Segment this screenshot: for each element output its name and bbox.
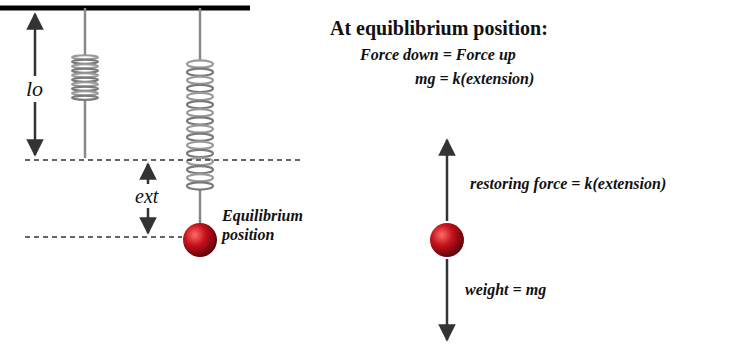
- force-arrow: [446, 259, 449, 340]
- spring-wire: [84, 8, 87, 55]
- coil-turn: [187, 101, 213, 108]
- coil-turn: [187, 174, 213, 181]
- spring-wire: [199, 190, 202, 224]
- coil-turn: [187, 85, 213, 92]
- spring-wire: [84, 100, 87, 158]
- mass-ball: [430, 223, 464, 257]
- coil-turn: [187, 69, 213, 76]
- position-label: Equilibrium position: [222, 206, 334, 244]
- coil-turn: [187, 109, 213, 116]
- coil-turn: [187, 60, 213, 67]
- equation: mg = k(extension): [415, 69, 534, 88]
- coil-turn: [187, 93, 213, 100]
- ceiling-bar: [0, 6, 250, 11]
- mass-ball: [183, 223, 217, 257]
- spring-wire: [199, 8, 202, 60]
- extension-label: ext: [133, 184, 160, 208]
- spring-coils: [72, 55, 213, 189]
- coil-turn: [187, 142, 213, 149]
- dashed-line: [25, 236, 182, 237]
- coil-turn: [72, 96, 98, 100]
- force-label: weight = mg: [465, 280, 546, 299]
- coil-turn: [187, 150, 213, 157]
- force-label: restoring force = k(extension): [470, 174, 666, 193]
- heading: At equiblibrium position:: [330, 16, 548, 40]
- length-label: lo: [24, 76, 45, 102]
- coil-turn: [187, 117, 213, 124]
- coil-turn: [187, 158, 213, 165]
- coil-turn: [187, 182, 213, 189]
- coil-turn: [187, 77, 213, 84]
- coil-turn: [187, 166, 213, 173]
- dashed-line: [25, 159, 300, 160]
- coil-turn: [187, 125, 213, 132]
- force-arrow: [446, 140, 449, 221]
- equation: Force down = Force up: [360, 45, 516, 64]
- coil-turn: [187, 134, 213, 141]
